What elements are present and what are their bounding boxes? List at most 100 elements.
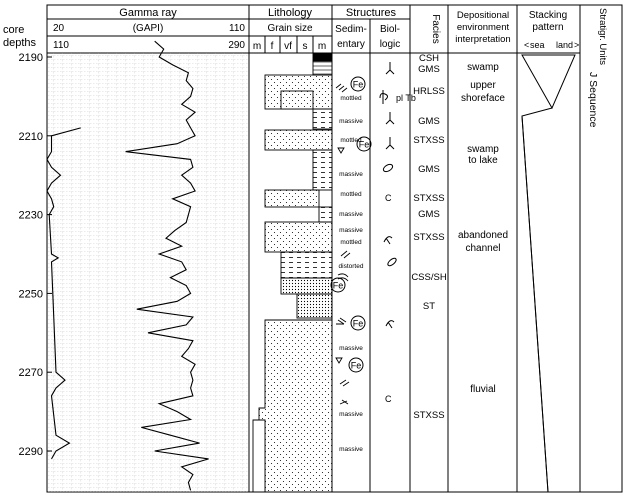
gamma-series-1: [125, 40, 209, 491]
env-title-1: Depositional: [457, 10, 509, 21]
sedimentary-label: mottled: [340, 191, 362, 198]
environment-label: upper: [470, 80, 496, 91]
stacking-title-2: pattern: [532, 22, 563, 33]
triangle-icon: [337, 147, 345, 154]
iron-label: Fe: [359, 140, 370, 150]
sedimentary-label: massive: [339, 171, 363, 178]
biologic-label-2: logic: [380, 39, 401, 50]
biologic-label: C: [385, 193, 392, 203]
stacking-pattern: [521, 54, 576, 493]
env-title-2: environment: [457, 22, 510, 33]
silt-bed-1: [312, 108, 333, 130]
gamma-scale-bottom-right: 290: [228, 40, 245, 51]
structure-symbols: [335, 83, 351, 405]
facies-label: CSH: [419, 53, 439, 64]
sea-arrow-head: <: [524, 40, 529, 50]
facies-label: STXSS: [413, 410, 444, 421]
gamma-curves: [46, 40, 209, 491]
sedimentary-label: massive: [339, 345, 363, 352]
distorted-bedding-icon: [337, 273, 349, 282]
gamma-series-2: [46, 127, 81, 460]
environment-label: abandoned: [458, 230, 508, 241]
cross-bedding-icon: [340, 250, 351, 259]
units-title: Stratigr. Units: [597, 8, 608, 65]
silt-bed-2: [312, 149, 333, 191]
sedimentary-label-1: Sedim-: [335, 24, 367, 35]
lithology-title: Lithology: [268, 7, 313, 19]
cross-bedding-icon: [339, 379, 350, 387]
grain-class-label: f: [271, 41, 274, 52]
iron-label: Fe: [351, 361, 362, 371]
environment-label: channel: [465, 243, 500, 254]
facies-label: GMS: [418, 64, 440, 75]
sedimentary-label: distorted: [339, 263, 364, 270]
iron-concretion-icon: [350, 315, 366, 331]
lithology-column: [252, 52, 333, 493]
shale-bed-1: [312, 60, 333, 76]
sand-bed-1b: [280, 90, 314, 110]
sand-bed-3: [264, 189, 320, 208]
sedimentary-label: massive: [339, 211, 363, 218]
facies-label: HRLSS: [413, 86, 445, 97]
bioturbation-icon: [387, 257, 397, 267]
siltstone-bed-2: [280, 277, 333, 295]
facies-labels: CSHGMSHRLSSGMSSTXSSGMSSTXSSGMSSTXSSCSS/S…: [411, 53, 447, 421]
facies-label: STXSS: [413, 193, 444, 204]
grain-class-label: m: [318, 41, 326, 52]
grain-size-label: Grain size: [267, 23, 312, 34]
biologic-label: pl Tb: [396, 93, 416, 103]
facies-label: GMS: [418, 164, 440, 175]
gamma-grid: [47, 53, 249, 492]
stacking-title-1: Stacking: [529, 10, 567, 21]
env-title-3: interpretation: [455, 34, 510, 45]
land-label: land: [556, 40, 573, 50]
facies-label: ST: [423, 301, 435, 312]
silt-bed-3: [318, 206, 333, 223]
biologic-label-1: Biol-: [380, 24, 400, 35]
gamma-title: Gamma ray: [119, 7, 177, 19]
grain-class-label: s: [303, 41, 308, 52]
sedimentary-label: mottled: [340, 239, 362, 246]
sedimentary-label: massive: [339, 118, 363, 125]
sedimentary-label: massive: [339, 411, 363, 418]
burrow-icon: [379, 90, 388, 104]
sedimentary-label: mottled: [340, 95, 362, 102]
biologic-structure-labels: pl Tb C C: [385, 93, 416, 404]
biologic-label: C: [385, 394, 392, 404]
iron-label: Fe: [333, 281, 344, 291]
depth-tick-label: 2190: [19, 52, 43, 64]
coarse-base: [252, 419, 266, 493]
gamma-unit: (GAPI): [133, 23, 164, 34]
root-trace-icon: [385, 137, 395, 150]
sand-bed-5: [258, 319, 333, 493]
iron-label: Fe: [353, 319, 364, 329]
facies-label: CSS/SH: [411, 272, 447, 283]
iron-concretion-icon: [348, 357, 364, 373]
structures-title: Structures: [346, 7, 397, 19]
sea-label: sea: [530, 40, 545, 50]
gamma-scale-top-right: 110: [229, 23, 245, 34]
gamma-scale-top-left: 20: [53, 23, 65, 34]
silt-bed-4: [280, 251, 333, 279]
depth-tick-label: 2210: [19, 131, 43, 143]
root-trace-icon: [385, 112, 395, 125]
facies-label: GMS: [418, 116, 440, 127]
triangle-icon: [335, 357, 343, 364]
coal-bed: [312, 52, 333, 62]
sand-bed-2: [264, 129, 333, 151]
sedimentary-label: mottled: [340, 137, 362, 144]
environment-label: swamp: [467, 62, 499, 73]
facies-label: STXSS: [413, 135, 444, 146]
environment-label: to lake: [468, 155, 498, 166]
depth-label-2: depths: [3, 37, 37, 49]
environment-label: swamp: [467, 144, 499, 155]
biologic-symbols: [379, 62, 397, 329]
sedimentary-label-2: entary: [337, 39, 365, 50]
sequence-label: J Sequence: [587, 72, 599, 128]
